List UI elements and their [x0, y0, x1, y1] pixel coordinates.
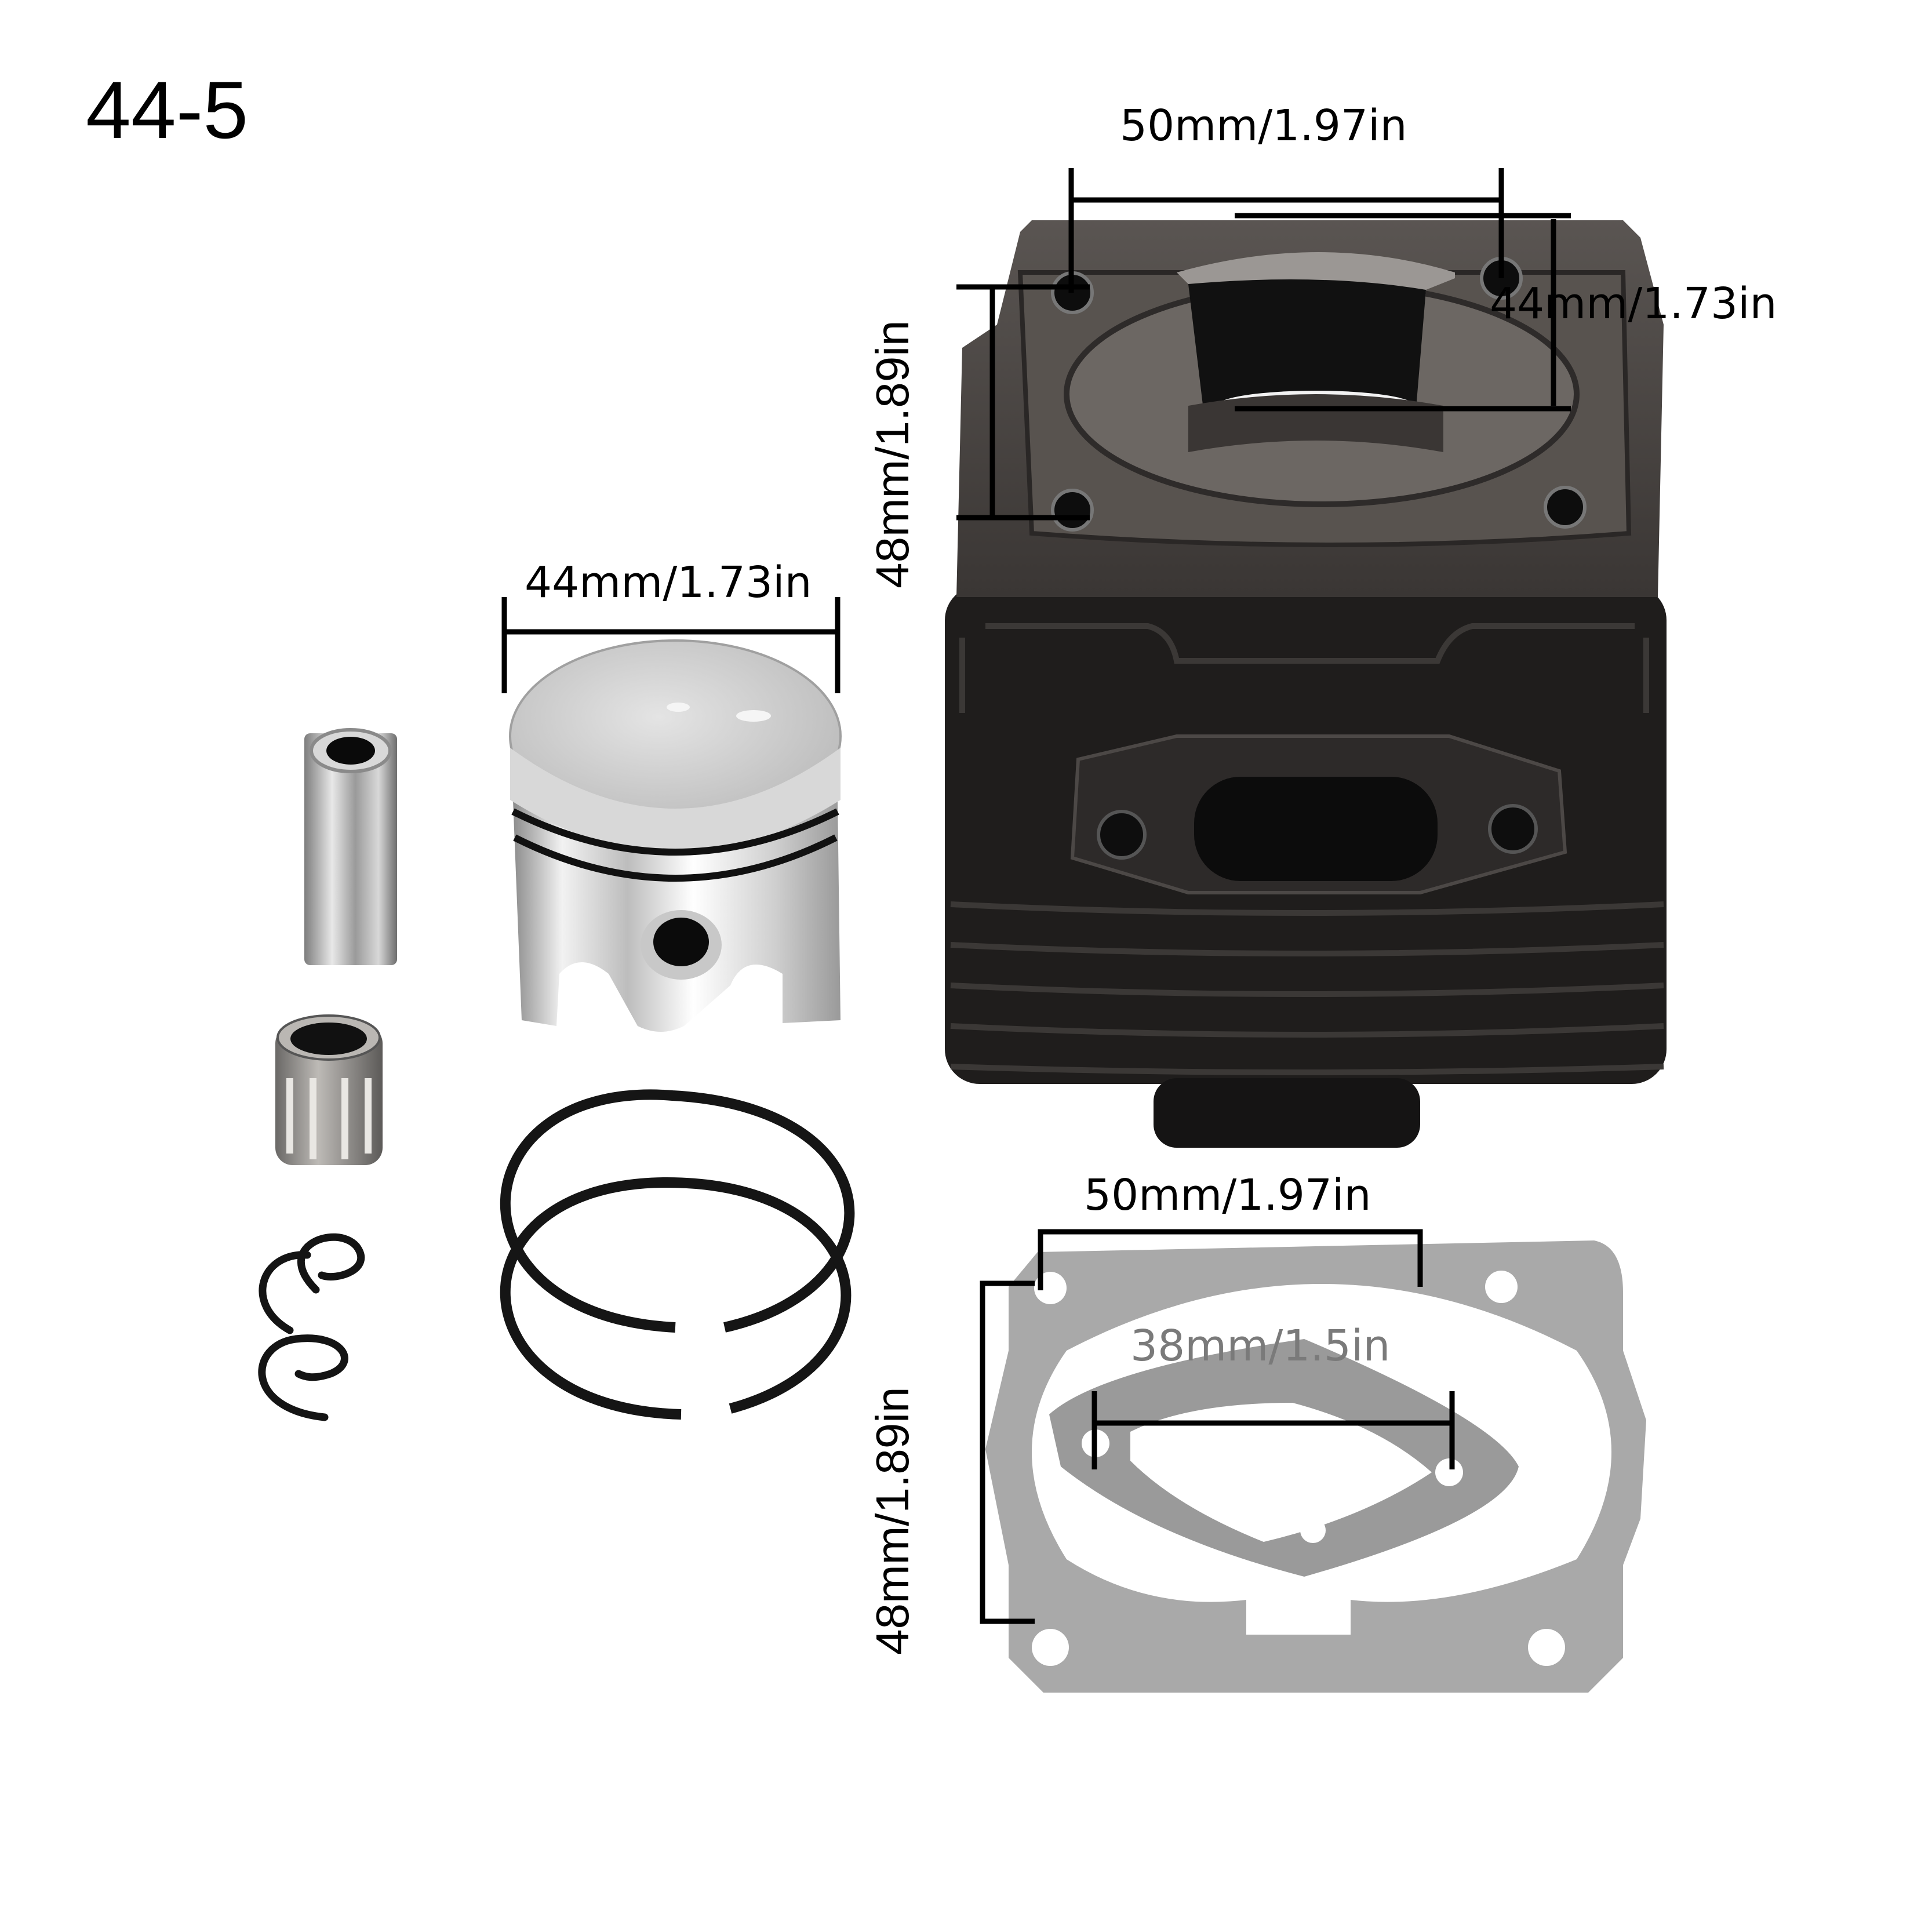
piston-pin — [304, 728, 397, 965]
cooling-fins — [950, 623, 1664, 1075]
dim-label-piston-diameter: 44mm/1.73in — [525, 558, 812, 607]
dim-cylinder-width — [1068, 168, 1504, 293]
needle-bearing — [275, 1014, 383, 1165]
circlips — [258, 1233, 365, 1421]
dim-label-gasket-width: 50mm/1.97in — [1084, 1170, 1371, 1220]
dim-gasket-width — [1038, 1229, 1423, 1290]
piston-rings — [500, 1089, 855, 1420]
exhaust-port — [1194, 777, 1438, 881]
gasket-hole-bottom-right — [1528, 1629, 1565, 1666]
exhaust-gasket-hole-bottom — [1300, 1518, 1326, 1543]
dim-label-cylinder-height: 48mm/1.89in — [867, 320, 918, 588]
dim-cylinder-bore — [1235, 213, 1571, 412]
circlip-2 — [258, 1334, 348, 1421]
dim-exhaust-gasket-spacing — [1091, 1391, 1455, 1469]
exhaust-bolt-hole-left — [1097, 810, 1147, 860]
piston — [509, 639, 842, 1032]
gasket-hole-top-right — [1485, 1271, 1518, 1303]
cylinder — [945, 220, 1667, 1148]
model-label: 44-5 — [86, 64, 249, 155]
exhaust-gasket-hole-right — [1435, 1458, 1463, 1486]
dim-gasket-height — [980, 1280, 1035, 1624]
mount-hole-bottom-right — [1544, 486, 1587, 529]
gasket-hole-bottom-left — [1032, 1629, 1069, 1666]
dim-cylinder-height — [956, 284, 1090, 521]
exhaust-gasket — [1049, 1339, 1519, 1577]
dim-label-cylinder-bore: 44mm/1.73in — [1490, 279, 1777, 329]
cylinder-skirt — [1154, 1078, 1420, 1148]
dimension-lines — [501, 168, 1571, 1624]
piston-ring-1 — [500, 1089, 855, 1333]
piston-ring-2 — [500, 1177, 852, 1420]
dim-piston-diameter — [501, 597, 841, 693]
circlip-1-tail — [259, 1251, 311, 1334]
dim-label-exhaust-gasket-spacing: 38mm/1.5in — [1130, 1321, 1391, 1371]
dim-label-cylinder-width: 50mm/1.97in — [1120, 101, 1407, 151]
dim-label-gasket-height: 48mm/1.89in — [867, 1387, 918, 1655]
cylinder-bore — [1188, 279, 1426, 429]
circlip-1 — [297, 1233, 365, 1294]
mount-hole-bottom-left — [1051, 489, 1094, 532]
exhaust-bolt-hole-right — [1488, 804, 1538, 854]
